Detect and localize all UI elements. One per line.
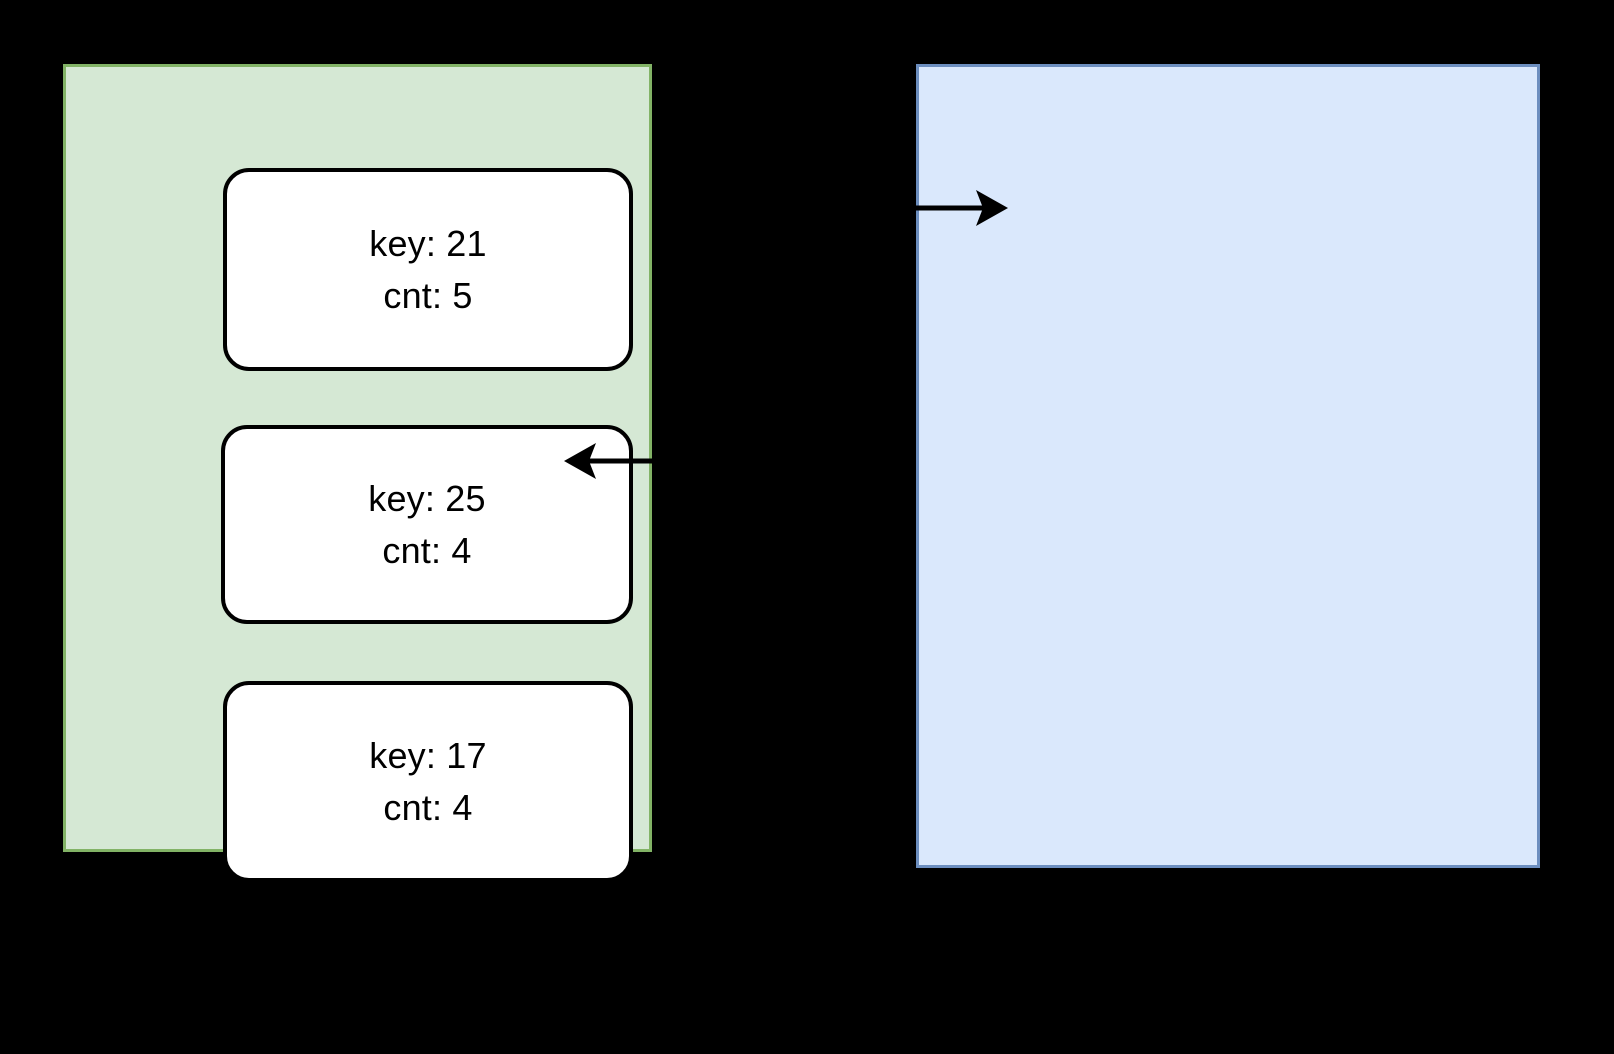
node-cnt-label: cnt: 5 <box>383 274 473 316</box>
node-cnt-label: cnt: 4 <box>383 786 473 828</box>
node-card[interactable]: key: 21 cnt: 5 <box>223 168 633 371</box>
node-key-label: key: 25 <box>368 478 486 520</box>
arrow-right-icon <box>910 190 1008 226</box>
node-cnt-label: cnt: 4 <box>382 529 472 571</box>
node-card[interactable]: key: 17 cnt: 4 <box>223 681 633 882</box>
node-card[interactable]: key: 25 cnt: 4 <box>221 425 633 624</box>
node-key-label: key: 17 <box>369 735 487 777</box>
green-group-container[interactable]: key: 21 cnt: 5 key: 25 cnt: 4 key: 17 cn… <box>57 58 652 882</box>
arrow-left-icon <box>564 443 664 479</box>
blue-group-container[interactable]: key: 25 cnt: 7 key: 26 cnt: 5 key: 27 cn… <box>910 58 1540 868</box>
node-key-label: key: 21 <box>369 223 487 265</box>
